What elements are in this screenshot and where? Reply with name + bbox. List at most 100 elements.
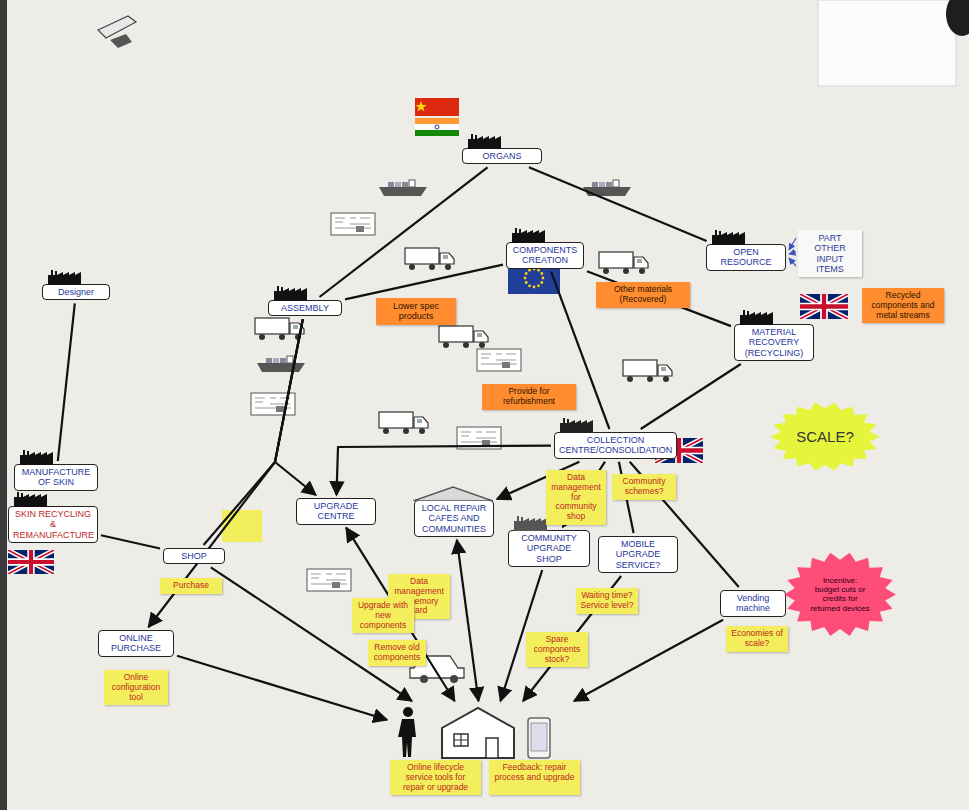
sticky-note: Remove old components [368,640,426,666]
node-text: COLLECTION CENTRE/CONSOLIDATION [559,435,672,456]
sticky-note: Upgrade with new components [352,598,414,633]
stage-card: LOCAL REPAIR CAFES AND COMMUNITIES [414,500,494,537]
node-text: ASSEMBLY [273,303,337,313]
connector [275,319,316,495]
factory-icon [274,286,307,301]
china-flag [415,98,459,116]
factory-icon [512,228,545,243]
connector [641,364,741,429]
note-text: Online configuration tool [108,673,164,702]
node-text: LOCAL REPAIR CAFES AND COMMUNITIES [419,503,489,534]
truck-icon [599,252,648,274]
connector [346,528,454,701]
factory-icon [740,310,773,325]
connector [345,265,503,300]
truck-icon [379,412,428,434]
stage-card: SHOP [163,548,225,564]
desk-object [110,34,132,48]
stage-card: ONLINE PURCHASE [98,630,174,657]
sticky-note: Data management for community shop [546,470,606,525]
note-text: Other materials (Recovered) [600,285,686,305]
note-text: Recycled components and metal streams [866,291,940,320]
node-text: MOBILE UPGRADE SERVICE? [603,539,673,570]
note-text: Community schemes? [616,477,672,497]
factory-box: COMMUNITY UPGRADE SHOP [508,530,590,567]
starburst-note: Incentive: budget cuts or credits for re… [784,552,896,637]
node-text: COMMUNITY UPGRADE SHOP [513,533,585,564]
sticky-note: Waiting time? Service level? [576,588,638,614]
car-wheel [450,675,458,683]
node-text: MANUFACTURE OF SKIN [19,467,93,488]
note-text: Economies of scale? [730,629,784,649]
connector [177,656,387,720]
note-text: Upgrade with new components [356,601,410,630]
note-text: Remove old components [372,643,422,663]
connector [149,319,303,627]
factory-box: SKIN RECYCLING & REMANUFACTURE [8,506,98,543]
factory-icon [711,229,751,245]
sticky-note-row: Online lifecycle service tools for repai… [390,760,580,795]
factory-icon [467,133,507,149]
factory-icon [511,227,551,243]
stage-card: MOBILE UPGRADE SERVICE? [598,536,678,573]
truck-icon [255,318,304,340]
node-text: SHOP [168,551,220,561]
factory-icon [14,492,47,507]
factory-box: COLLECTION CENTRE/CONSOLIDATION [554,432,677,459]
sticky-note: Other materials (Recovered) [596,282,690,308]
factory-icon [48,270,81,285]
sticky-note: Feedback: repair process and upgrade [489,760,580,795]
connector [587,271,731,326]
truck-icon [623,360,672,382]
cost-ticket [307,569,351,591]
cost-ticket [331,213,375,235]
stage-card: Vending machine [720,590,786,617]
connector [529,167,707,241]
node-text: OPEN RESOURCE [711,247,781,268]
node-text: MATERIAL RECOVERY (RECYCLING) [739,327,809,358]
node-text: UPGRADE CENTRE [301,501,371,522]
node-text: Designer [47,287,105,297]
sticky-note: Purchase [160,578,222,594]
sticky-note: PART OTHER INPUT ITEMS [798,230,862,277]
factory-icon [739,309,779,325]
factory-box: COMPONENTS CREATION [506,242,584,269]
sticky-note: Online configuration tool [104,670,168,705]
connector [320,167,488,297]
cost-ticket [477,349,521,371]
factory-icon [468,134,501,149]
factory-icon [560,418,593,433]
starburst-note: SCALE? [770,402,880,471]
desk-object [946,0,969,36]
note-text: Incentive: budget cuts or credits for re… [810,576,870,613]
consumer-icons [390,704,580,760]
sticky-note: Community schemes? [612,474,676,500]
car-wheel [420,675,428,683]
factory-icon [273,285,313,301]
china-flag-star [416,101,427,111]
note-text: Spare components stock? [530,635,584,664]
paper-sheet [818,0,956,86]
note-text: PART OTHER INPUT ITEMS [802,233,858,274]
node-text: SKIN RECYCLING & REMANUFACTURE [13,509,93,540]
factory-icon [514,516,547,531]
connector [101,535,160,548]
sticky-note: Provide for refurbishment [482,384,576,410]
input-arrows [789,238,796,266]
factory-icon [47,269,87,285]
note-text: Waiting time? Service level? [580,591,634,611]
note-text: Purchase [164,581,218,591]
connector [211,567,412,701]
sticky-note: Online lifecycle service tools for repai… [390,760,481,795]
factory-box: MANUFACTURE OF SKIN [14,464,98,491]
factory-icon [20,450,53,465]
photo-edge [0,0,7,810]
ship-icon [379,180,427,196]
house-roof [413,486,493,501]
sticky-note: Spare components stock? [526,632,588,667]
house-roof [413,487,493,501]
factory-box: ASSEMBLY [268,300,342,316]
india-flag [415,118,459,136]
note-text: Lower spec products [380,301,452,322]
factory-box: MATERIAL RECOVERY (RECYCLING) [734,324,814,361]
